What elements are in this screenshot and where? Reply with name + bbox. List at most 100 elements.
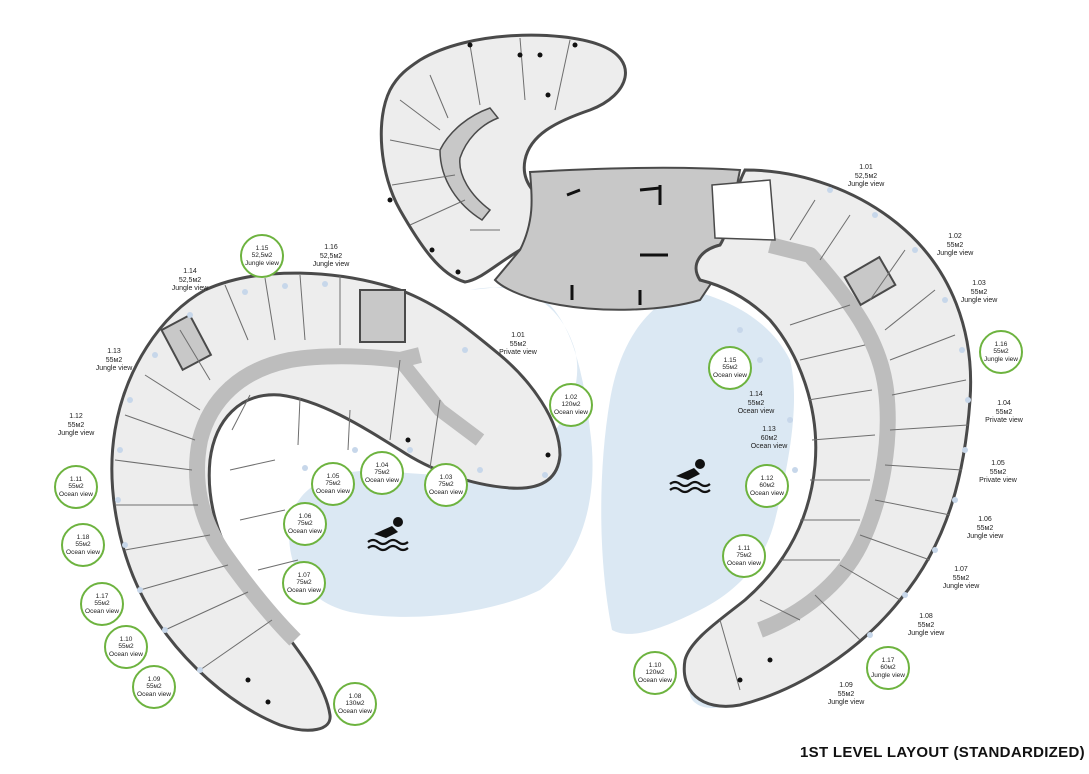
- unit-label-right-1-03: 1.03 55м2 Jungle view: [934, 280, 1024, 306]
- unit-id: 1.14: [183, 268, 197, 275]
- unit-view: Ocean view: [109, 650, 143, 658]
- unit-area: 55м2: [993, 348, 1009, 356]
- unit-id: 1.17: [881, 656, 895, 664]
- unit-view: Jungle view: [907, 630, 945, 637]
- unit-view: Ocean view: [85, 607, 119, 615]
- unit-view: Ocean view: [750, 489, 784, 497]
- unit-view: Ocean view: [137, 690, 171, 698]
- unit-area: 75м2: [325, 480, 341, 488]
- unit-badge-left-1-18: 1.18 55м2 Ocean view: [61, 523, 105, 567]
- unit-id: 1.07: [954, 566, 968, 573]
- unit-view: Private view: [979, 477, 1017, 484]
- unit-id: 1.13: [107, 348, 121, 355]
- unit-view: Ocean view: [429, 488, 463, 496]
- unit-area: 55м2: [995, 408, 1013, 416]
- unit-label-right-1-13: 1.13 60м2 Ocean view: [724, 426, 814, 452]
- unit-label-right-1-14: 1.14 55м2 Ocean view: [711, 391, 801, 417]
- unit-view: Jungle view: [847, 181, 885, 188]
- unit-view: Ocean view: [59, 490, 93, 498]
- unit-area: 55м2: [68, 483, 84, 491]
- unit-id: 1.09: [839, 682, 853, 689]
- unit-label-right-1-08: 1.08 55м2 Jungle view: [881, 613, 971, 639]
- unit-badge-right-1-16: 1.16 55м2 Jungle view: [979, 330, 1023, 374]
- right-service-core: [843, 255, 897, 307]
- unit-label-left-1-01: 1.01 55м2 Private view: [473, 332, 563, 358]
- unit-view: Jungle view: [95, 365, 133, 372]
- unit-area: 55м2: [917, 621, 935, 629]
- unit-badge-left-1-05: 1.05 75м2 Ocean view: [311, 462, 355, 506]
- unit-area: 52,5м2: [251, 252, 273, 260]
- unit-view: Private view: [985, 417, 1023, 424]
- swimmer-icon: [367, 517, 409, 552]
- swimmer-icon: [669, 459, 711, 494]
- unit-area: 75м2: [297, 520, 313, 528]
- unit-view: Jungle view: [984, 355, 1018, 363]
- unit-area: 75м2: [296, 579, 312, 587]
- unit-badge-left-1-11: 1.11 55м2 Ocean view: [54, 465, 98, 509]
- unit-id: 1.03: [972, 280, 986, 287]
- unit-id: 1.08: [348, 692, 362, 700]
- unit-area: 130м2: [345, 700, 365, 708]
- unit-id: 1.05: [326, 472, 340, 480]
- unit-area: 55м2: [509, 340, 527, 348]
- right-corridor: [757, 237, 896, 638]
- unit-view: Ocean view: [554, 408, 588, 416]
- unit-badge-left-1-15: 1.15 52,5м2 Jungle view: [240, 234, 284, 278]
- unit-view: Jungle view: [312, 261, 350, 268]
- unit-area: 55м2: [722, 364, 738, 372]
- unit-badge-left-1-04: 1.04 75м2 Ocean view: [360, 451, 404, 495]
- unit-label-right-1-06: 1.06 55м2 Jungle view: [940, 516, 1030, 542]
- unit-id: 1.11: [737, 544, 751, 552]
- unit-id: 1.04: [997, 400, 1011, 407]
- unit-id: 1.12: [69, 413, 83, 420]
- unit-view: Jungle view: [57, 430, 95, 437]
- unit-id: 1.03: [439, 473, 453, 481]
- hall-wall: [566, 188, 581, 197]
- unit-id: 1.17: [95, 592, 109, 600]
- unit-label-right-1-05: 1.05 55м2 Private view: [953, 460, 1043, 486]
- unit-label-left-1-13: 1.13 55м2 Jungle view: [69, 348, 159, 374]
- unit-id: 1.09: [147, 675, 161, 683]
- unit-id: 1.02: [948, 233, 962, 240]
- unit-view: Private view: [499, 349, 537, 356]
- unit-area: 75м2: [438, 481, 454, 489]
- unit-badge-left-1-02: 1.02 120м2 Ocean view: [549, 383, 593, 427]
- unit-label-left-1-16: 1.16 52,5м2 Jungle view: [286, 244, 376, 270]
- unit-area: 55м2: [146, 683, 162, 691]
- left-room-partitions: [114, 274, 441, 671]
- unit-badge-left-1-06: 1.06 75м2 Ocean view: [283, 502, 327, 546]
- unit-view: Ocean view: [750, 443, 788, 450]
- unit-view: Ocean view: [713, 371, 747, 379]
- unit-id: 1.15: [255, 244, 269, 252]
- unit-badge-left-1-10: 1.10 55м2 Ocean view: [104, 625, 148, 669]
- unit-id: 1.06: [978, 516, 992, 523]
- unit-view: Ocean view: [365, 476, 399, 484]
- unit-area: 52,5м2: [319, 252, 343, 260]
- unit-view: Jungle view: [942, 583, 980, 590]
- unit-area: 120м2: [645, 669, 665, 677]
- unit-area: 55м2: [970, 288, 988, 296]
- unit-id: 1.04: [375, 461, 389, 469]
- unit-area: 120м2: [561, 401, 581, 409]
- unit-area: 55м2: [94, 600, 110, 608]
- unit-area: 75м2: [374, 469, 390, 477]
- unit-badge-left-1-17: 1.17 55м2 Ocean view: [80, 582, 124, 626]
- unit-badge-right-1-11: 1.11 75м2 Ocean view: [722, 534, 766, 578]
- unit-area: 75м2: [736, 552, 752, 560]
- unit-badge-left-1-07: 1.07 75м2 Ocean view: [282, 561, 326, 605]
- unit-label-right-1-02: 1.02 55м2 Jungle view: [910, 233, 1000, 259]
- unit-area: 60м2: [880, 664, 896, 672]
- unit-view: Ocean view: [66, 548, 100, 556]
- unit-id: 1.01: [511, 332, 525, 339]
- unit-view: Jungle view: [871, 671, 905, 679]
- unit-id: 1.14: [749, 391, 763, 398]
- unit-label-left-1-14: 1.14 52,5м2 Jungle view: [145, 268, 235, 294]
- unit-id: 1.06: [298, 512, 312, 520]
- central-room-partitions: [389, 37, 571, 231]
- unit-id: 1.16: [994, 340, 1008, 348]
- unit-view: Ocean view: [287, 586, 321, 594]
- unit-badge-right-1-12: 1.12 60м2 Ocean view: [745, 464, 789, 508]
- unit-label-right-1-01: 1.01 52,5м2 Jungle view: [821, 164, 911, 190]
- unit-view: Ocean view: [727, 559, 761, 567]
